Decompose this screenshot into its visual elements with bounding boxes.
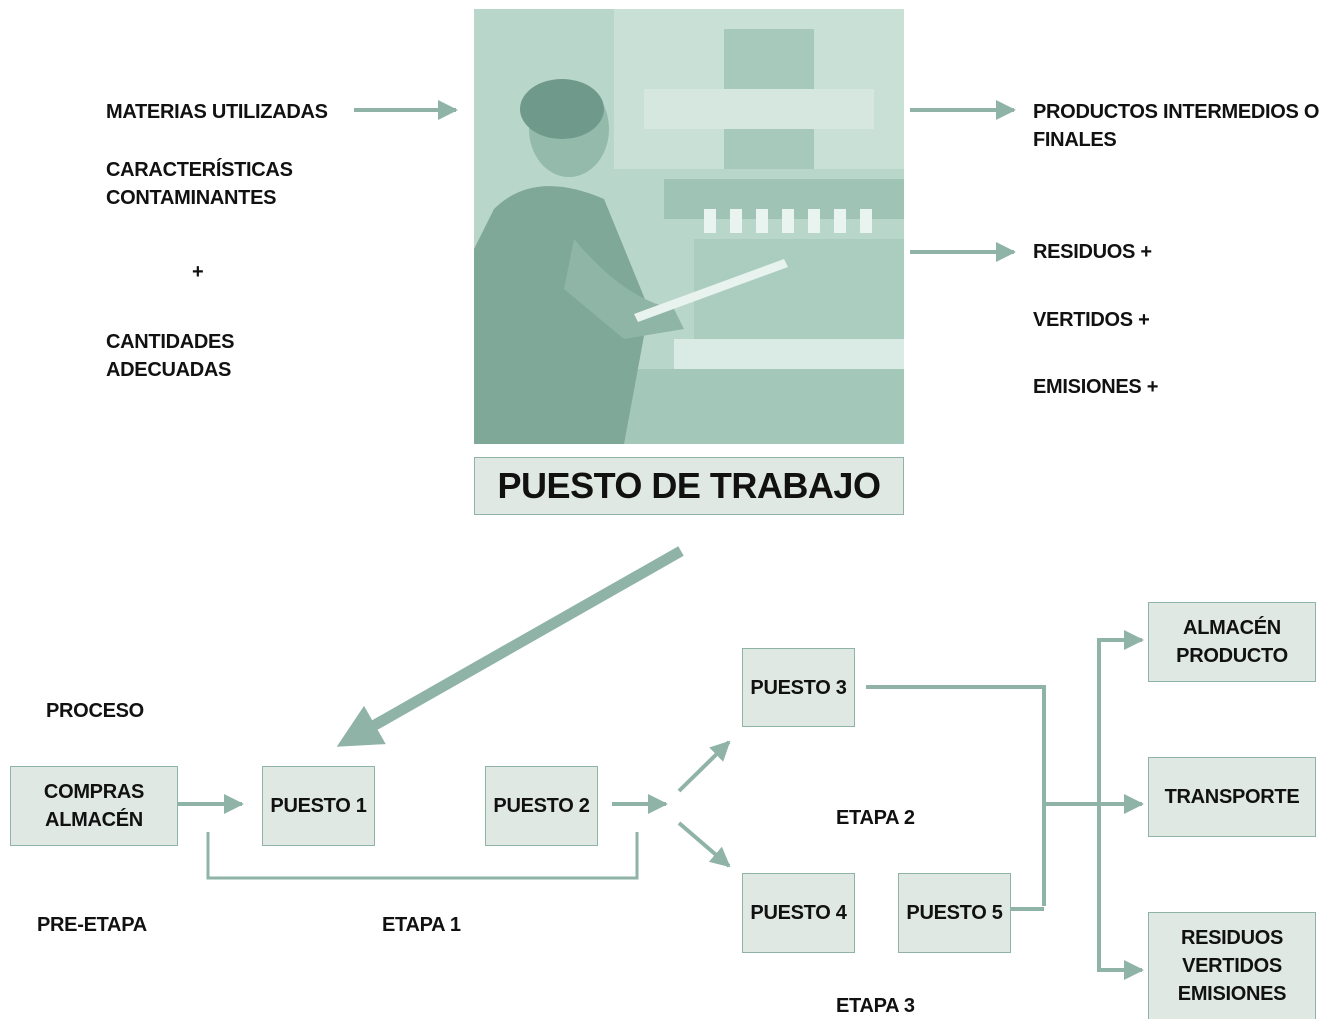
label-caracteristicas: CARACTERÍSTICAS CONTAMINANTES	[106, 159, 293, 209]
line-puesto3-merge	[866, 685, 1046, 906]
arrow-to-puesto4	[677, 821, 731, 868]
box-transporte: TRANSPORTE	[1148, 757, 1316, 837]
box-residuos-vertidos-emisiones: RESIDUOS VERTIDOS EMISIONES	[1148, 912, 1316, 1019]
label-etapa3: ETAPA 3	[836, 995, 915, 1017]
label-pre-etapa: PRE-ETAPA	[37, 914, 147, 936]
title-puesto-de-trabajo: PUESTO DE TRABAJO	[474, 457, 904, 515]
box-puesto4-label: PUESTO 4	[750, 902, 847, 924]
box-puesto3-label: PUESTO 3	[750, 676, 847, 699]
label-vertidos: VERTIDOS +	[1033, 309, 1150, 331]
label-productos: PRODUCTOS INTERMEDIOS O FINALES	[1033, 101, 1320, 151]
label-materias: MATERIAS UTILIZADAS	[106, 101, 328, 123]
arrow-to-puesto1	[336, 546, 684, 747]
label-etapa2: ETAPA 2	[836, 807, 915, 829]
label-plus: +	[192, 261, 204, 283]
worker-at-machine-illustration	[474, 9, 904, 444]
label-residuos: RESIDUOS +	[1033, 241, 1152, 263]
box-puesto5: PUESTO 5	[898, 873, 1011, 953]
arrow-to-puesto3	[677, 740, 731, 793]
box-compras-almacen: COMPRAS ALMACÉN	[10, 766, 178, 846]
label-cantidades: CANTIDADES ADECUADAS	[106, 331, 235, 381]
trunk-to-almacen	[1097, 630, 1144, 970]
box-puesto2: PUESTO 2	[485, 766, 598, 846]
box-puesto1: PUESTO 1	[262, 766, 375, 846]
label-emisiones: EMISIONES +	[1033, 376, 1159, 398]
box-puesto5-label: PUESTO 5	[906, 902, 1003, 924]
workplace-photo	[474, 9, 904, 444]
label-proceso: PROCESO	[46, 700, 144, 722]
box-puesto4: PUESTO 4	[742, 873, 855, 953]
box-puesto1-label: PUESTO 1	[270, 795, 367, 817]
box-transporte-label: TRANSPORTE	[1164, 786, 1300, 808]
box-puesto3: PUESTO 3	[742, 648, 855, 727]
bracket-etapa1	[206, 832, 639, 880]
box-compras-label: COMPRAS ALMACÉN	[43, 781, 145, 831]
box-almacen-producto: ALMACÉN PRODUCTO	[1148, 602, 1316, 682]
label-etapa1: ETAPA 1	[382, 914, 461, 936]
title-text: PUESTO DE TRABAJO	[497, 465, 881, 506]
box-puesto2-label: PUESTO 2	[493, 795, 590, 817]
box-residuos-label: RESIDUOS VERTIDOS EMISIONES	[1177, 927, 1287, 1005]
box-almacen-label: ALMACÉN PRODUCTO	[1176, 617, 1288, 667]
